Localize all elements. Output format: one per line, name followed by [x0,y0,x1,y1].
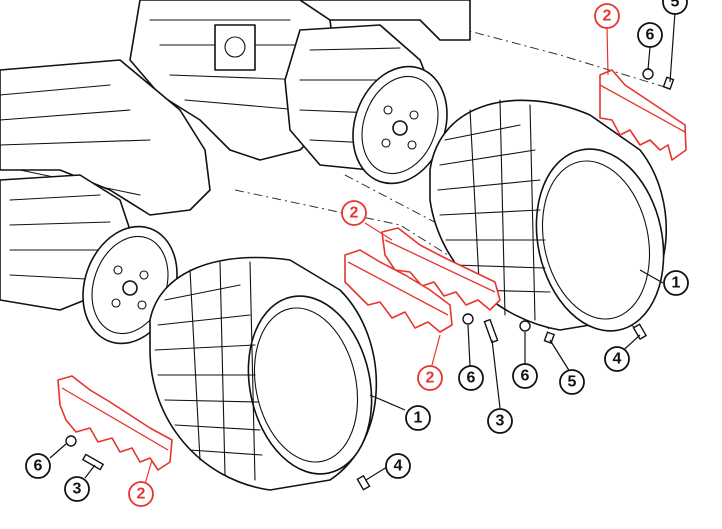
callout-4-low: 4 [385,453,411,479]
nut-mid [543,331,556,344]
svg-text:3: 3 [73,481,82,498]
bolt-low [356,474,371,491]
guard-plate-mid-upper [381,227,501,311]
callout-1-right: 1 [663,270,689,296]
callout-6-low: 6 [25,453,51,479]
track-wheel-left [149,256,378,491]
svg-text:1: 1 [414,410,423,427]
guard-plate-top [599,69,687,161]
svg-text:6: 6 [521,368,530,385]
nut-top [662,76,675,90]
bolt-right [632,323,648,341]
svg-text:2: 2 [137,486,146,503]
svg-text:6: 6 [467,370,476,387]
axle-frame-assembly [0,0,471,311]
callout-2-mid: 2 [341,200,367,226]
bolt-mid [483,318,499,344]
callout-3-low: 3 [64,476,90,502]
callout-6-mid-left: 6 [458,365,484,391]
svg-text:4: 4 [394,458,403,475]
callout-6-top: 6 [637,22,663,48]
svg-text:3: 3 [496,413,505,430]
fasteners [65,68,675,491]
svg-text:5: 5 [671,0,680,11]
leader-lines [49,11,676,485]
washer-top [642,68,654,80]
callout-5-top: 5 [662,0,688,15]
callout-1-left: 1 [405,405,431,431]
svg-text:2: 2 [603,8,612,25]
svg-text:1: 1 [672,275,681,292]
svg-text:5: 5 [568,374,577,391]
svg-text:6: 6 [646,27,655,44]
callout-6-mid-right: 6 [512,363,538,389]
washer-low [65,435,77,447]
callout-2-bottom: 2 [128,481,154,507]
svg-text:6: 6 [34,458,43,475]
callout-2-top: 2 [594,3,620,29]
callout-5-mid: 5 [559,369,585,395]
guard-plate-bottom [57,375,173,471]
washer-mid-right [519,320,531,332]
svg-text:2: 2 [350,205,359,222]
callout-4-right: 4 [604,346,630,372]
svg-text:4: 4 [613,351,622,368]
washer-mid-left [462,313,474,325]
svg-text:2: 2 [426,370,435,387]
guard-plate-mid-lower [344,249,453,333]
callout-3-mid: 3 [487,408,513,434]
callout-2-low: 2 [417,365,443,391]
bolt-low-left [81,453,105,471]
